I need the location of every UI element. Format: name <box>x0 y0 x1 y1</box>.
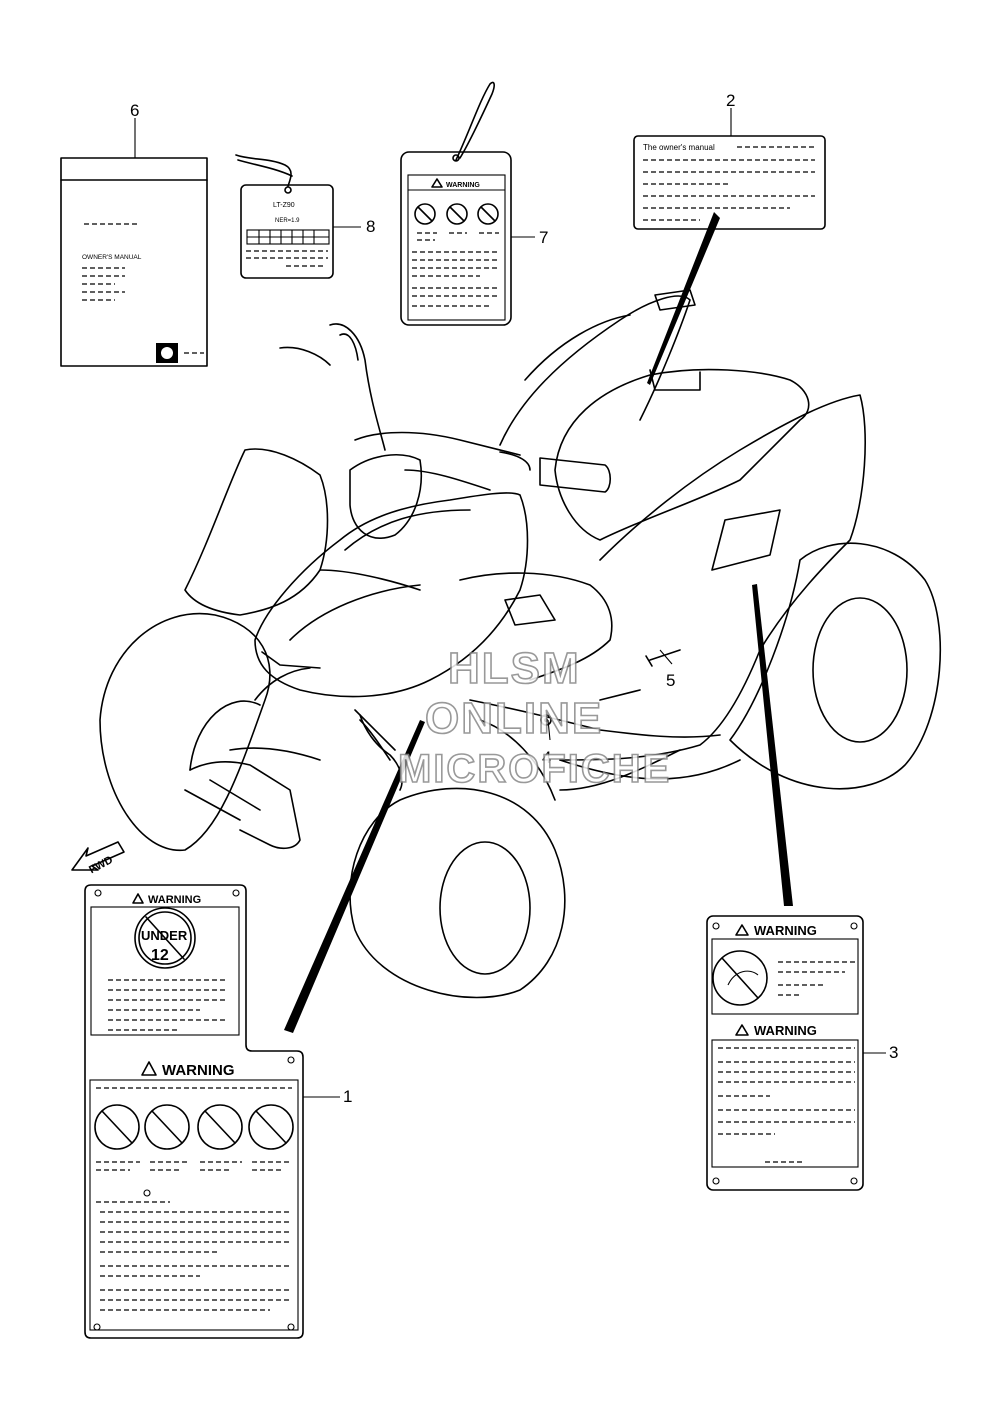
label-7-hang-tag: WARNING <box>400 81 512 326</box>
label-6-owners-manual: OWNER'S MANUAL <box>60 157 208 367</box>
leader-label1 <box>284 720 425 1033</box>
under-age: 12 <box>151 947 169 964</box>
label-2-header: The owner's manual <box>643 143 715 152</box>
leader-label2 <box>647 212 720 385</box>
under-text: UNDER <box>141 928 188 943</box>
watermark-line3: MICROFICHE <box>398 747 671 791</box>
callout-7: 7 <box>539 228 548 247</box>
callout-4: 4 <box>542 748 551 767</box>
label-7-warning: WARNING <box>446 182 480 189</box>
label-6-title: OWNER'S MANUAL <box>82 254 142 261</box>
label-3-warning-top: WARNING <box>754 923 817 938</box>
label-3-warning: WARNING WARNING <box>706 915 864 1191</box>
fwd-arrow: FWD <box>71 841 125 876</box>
label-1-warning-top: WARNING <box>148 894 201 906</box>
watermark: HLSM ONLINE MICROFICHE <box>397 643 671 792</box>
label-8-model: LT-Z90 <box>273 202 295 209</box>
callout-lines <box>134 108 886 1098</box>
callout-6: 6 <box>130 101 139 120</box>
leader-lines <box>284 212 793 1033</box>
callout-3: 3 <box>889 1043 898 1062</box>
callout-1: 1 <box>343 1087 352 1106</box>
label-2-note: The owner's manual <box>633 135 826 230</box>
fwd-label: FWD <box>87 854 115 876</box>
label-3-warning-bottom: WARNING <box>754 1023 817 1038</box>
callout-5: 5 <box>666 671 675 690</box>
label-8-ner: NER=1.9 <box>275 218 300 224</box>
leader-label3 <box>752 584 793 906</box>
watermark-line2: ONLINE <box>425 694 603 743</box>
label-8-tag: LT-Z90 NER=1.9 <box>235 154 334 279</box>
callout-8: 8 <box>366 217 375 236</box>
watermark-line1: HLSM <box>448 644 581 693</box>
label-1-warning: WARNING UNDER 12 WARNING <box>84 884 304 1339</box>
part-5-rivet <box>645 649 681 667</box>
atv-drawing <box>99 289 942 999</box>
label-1-warning-bottom: WARNING <box>162 1062 235 1079</box>
part-4-bolt <box>540 714 552 726</box>
callout-2: 2 <box>726 91 735 110</box>
